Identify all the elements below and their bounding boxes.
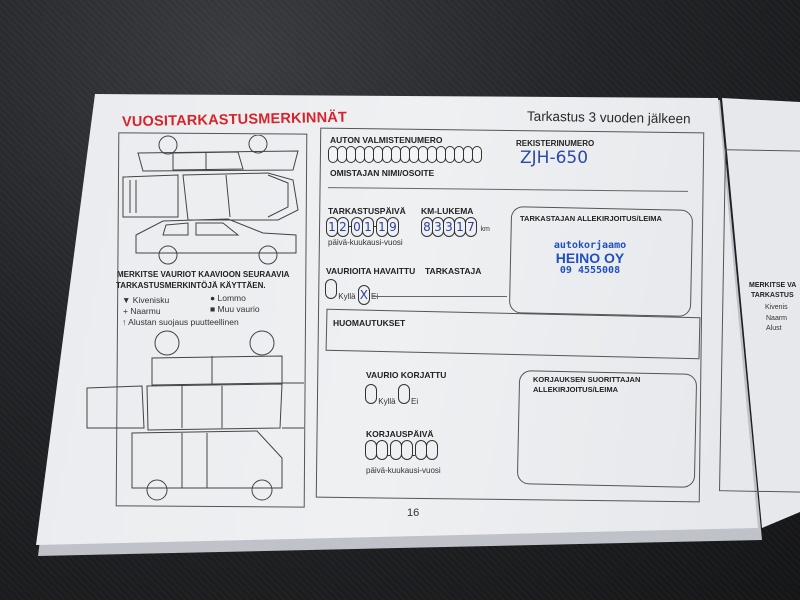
next-page-legend-2: Naarm bbox=[766, 315, 788, 322]
damage-found-no-checkbox[interactable]: X bbox=[357, 285, 370, 305]
repair-date-format: päivä-kuukausi-vuosi bbox=[366, 466, 441, 475]
reg-label: REKISTERINUMERO bbox=[516, 139, 595, 148]
remarks-label: HUOMAUTUKSET bbox=[333, 318, 406, 328]
next-page-instruction-line1: MERKITSE VA bbox=[749, 282, 797, 289]
repair-date-field[interactable] bbox=[365, 440, 438, 465]
repair-date-label: KORJAUSPÄIVÄ bbox=[366, 429, 434, 439]
damage-found-yes-checkbox[interactable] bbox=[325, 279, 337, 299]
legend-item-kivenisku: ▼ Kivenisku bbox=[122, 295, 170, 305]
reg-value[interactable]: ZJH-650 bbox=[520, 148, 589, 168]
page-number: 16 bbox=[407, 507, 420, 519]
repairer-signature-label-line1: KORJAUKSEN SUORITTAJAN bbox=[533, 375, 641, 384]
arrow-up-icon: ↑ bbox=[122, 317, 127, 327]
vin-label: AUTON VALMISTENUMERO bbox=[330, 135, 443, 145]
legend-item-alustan-suojaus: ↑ Alustan suojaus puutteellinen bbox=[122, 317, 239, 327]
km-unit: km bbox=[480, 226, 490, 233]
inspector-label: TARKASTAJA bbox=[425, 266, 482, 276]
damage-found-label: VAURIOITA HAVAITTU bbox=[326, 266, 416, 276]
next-page-legend-1: Kivenis bbox=[765, 304, 788, 311]
legend-item-naarmu: + Naarmu bbox=[123, 306, 161, 316]
damage-repaired-label: VAURIO KORJATTU bbox=[366, 370, 447, 380]
next-page-panel bbox=[719, 149, 800, 493]
workshop-stamp: autokorjaamo HEINO OY 09 4555008 bbox=[553, 240, 627, 276]
km-label: KM-LUKEMA bbox=[421, 206, 474, 216]
next-page-legend-3: Alust bbox=[766, 325, 782, 332]
damage-repaired-options: Kyllä Ei bbox=[365, 384, 418, 406]
legend-item-lommo: ● Lommo bbox=[210, 293, 246, 303]
inspection-date-format: päivä-kuukausi-vuosi bbox=[328, 238, 403, 247]
page-subtitle: Tarkastus 3 vuoden jälkeen bbox=[526, 108, 691, 127]
legend-instruction-line2: TARKASTUSMERKINTÖJÄ KÄYTTÄEN. bbox=[116, 281, 266, 290]
inspector-field[interactable] bbox=[372, 296, 507, 297]
circle-icon: ● bbox=[210, 293, 216, 303]
damage-repaired-yes-checkbox[interactable] bbox=[365, 384, 377, 404]
damage-found-options: Kyllä X Ei bbox=[325, 279, 378, 305]
sedan-diagram-icon bbox=[122, 135, 299, 265]
inspection-date-label: TARKASTUSPÄIVÄ bbox=[328, 206, 406, 216]
legend-instruction-line1: MERKITSE VAURIOT KAAVIOON SEURAAVIA bbox=[117, 270, 290, 279]
owner-label: OMISTAJAN NIMI/OSOITE bbox=[330, 168, 435, 178]
vin-field[interactable] bbox=[328, 146, 482, 164]
legend-item-muu-vaurio: ■ Muu vaurio bbox=[210, 304, 260, 314]
next-page-instruction-line2: TARKASTUS bbox=[751, 292, 794, 299]
damage-repaired-no-checkbox[interactable] bbox=[397, 384, 410, 404]
repairer-signature-label-line2: ALLEKIRJOITUS/LEIMA bbox=[533, 385, 619, 394]
plus-icon: + bbox=[123, 306, 128, 316]
remarks-field[interactable] bbox=[325, 308, 701, 360]
triangle-down-icon: ▼ bbox=[122, 295, 131, 305]
square-icon: ■ bbox=[210, 304, 216, 314]
van-diagram-icon bbox=[86, 330, 304, 501]
inspector-signature-label: TARKASTAJAN ALLEKIRJOITUS/LEIMA bbox=[520, 214, 662, 223]
